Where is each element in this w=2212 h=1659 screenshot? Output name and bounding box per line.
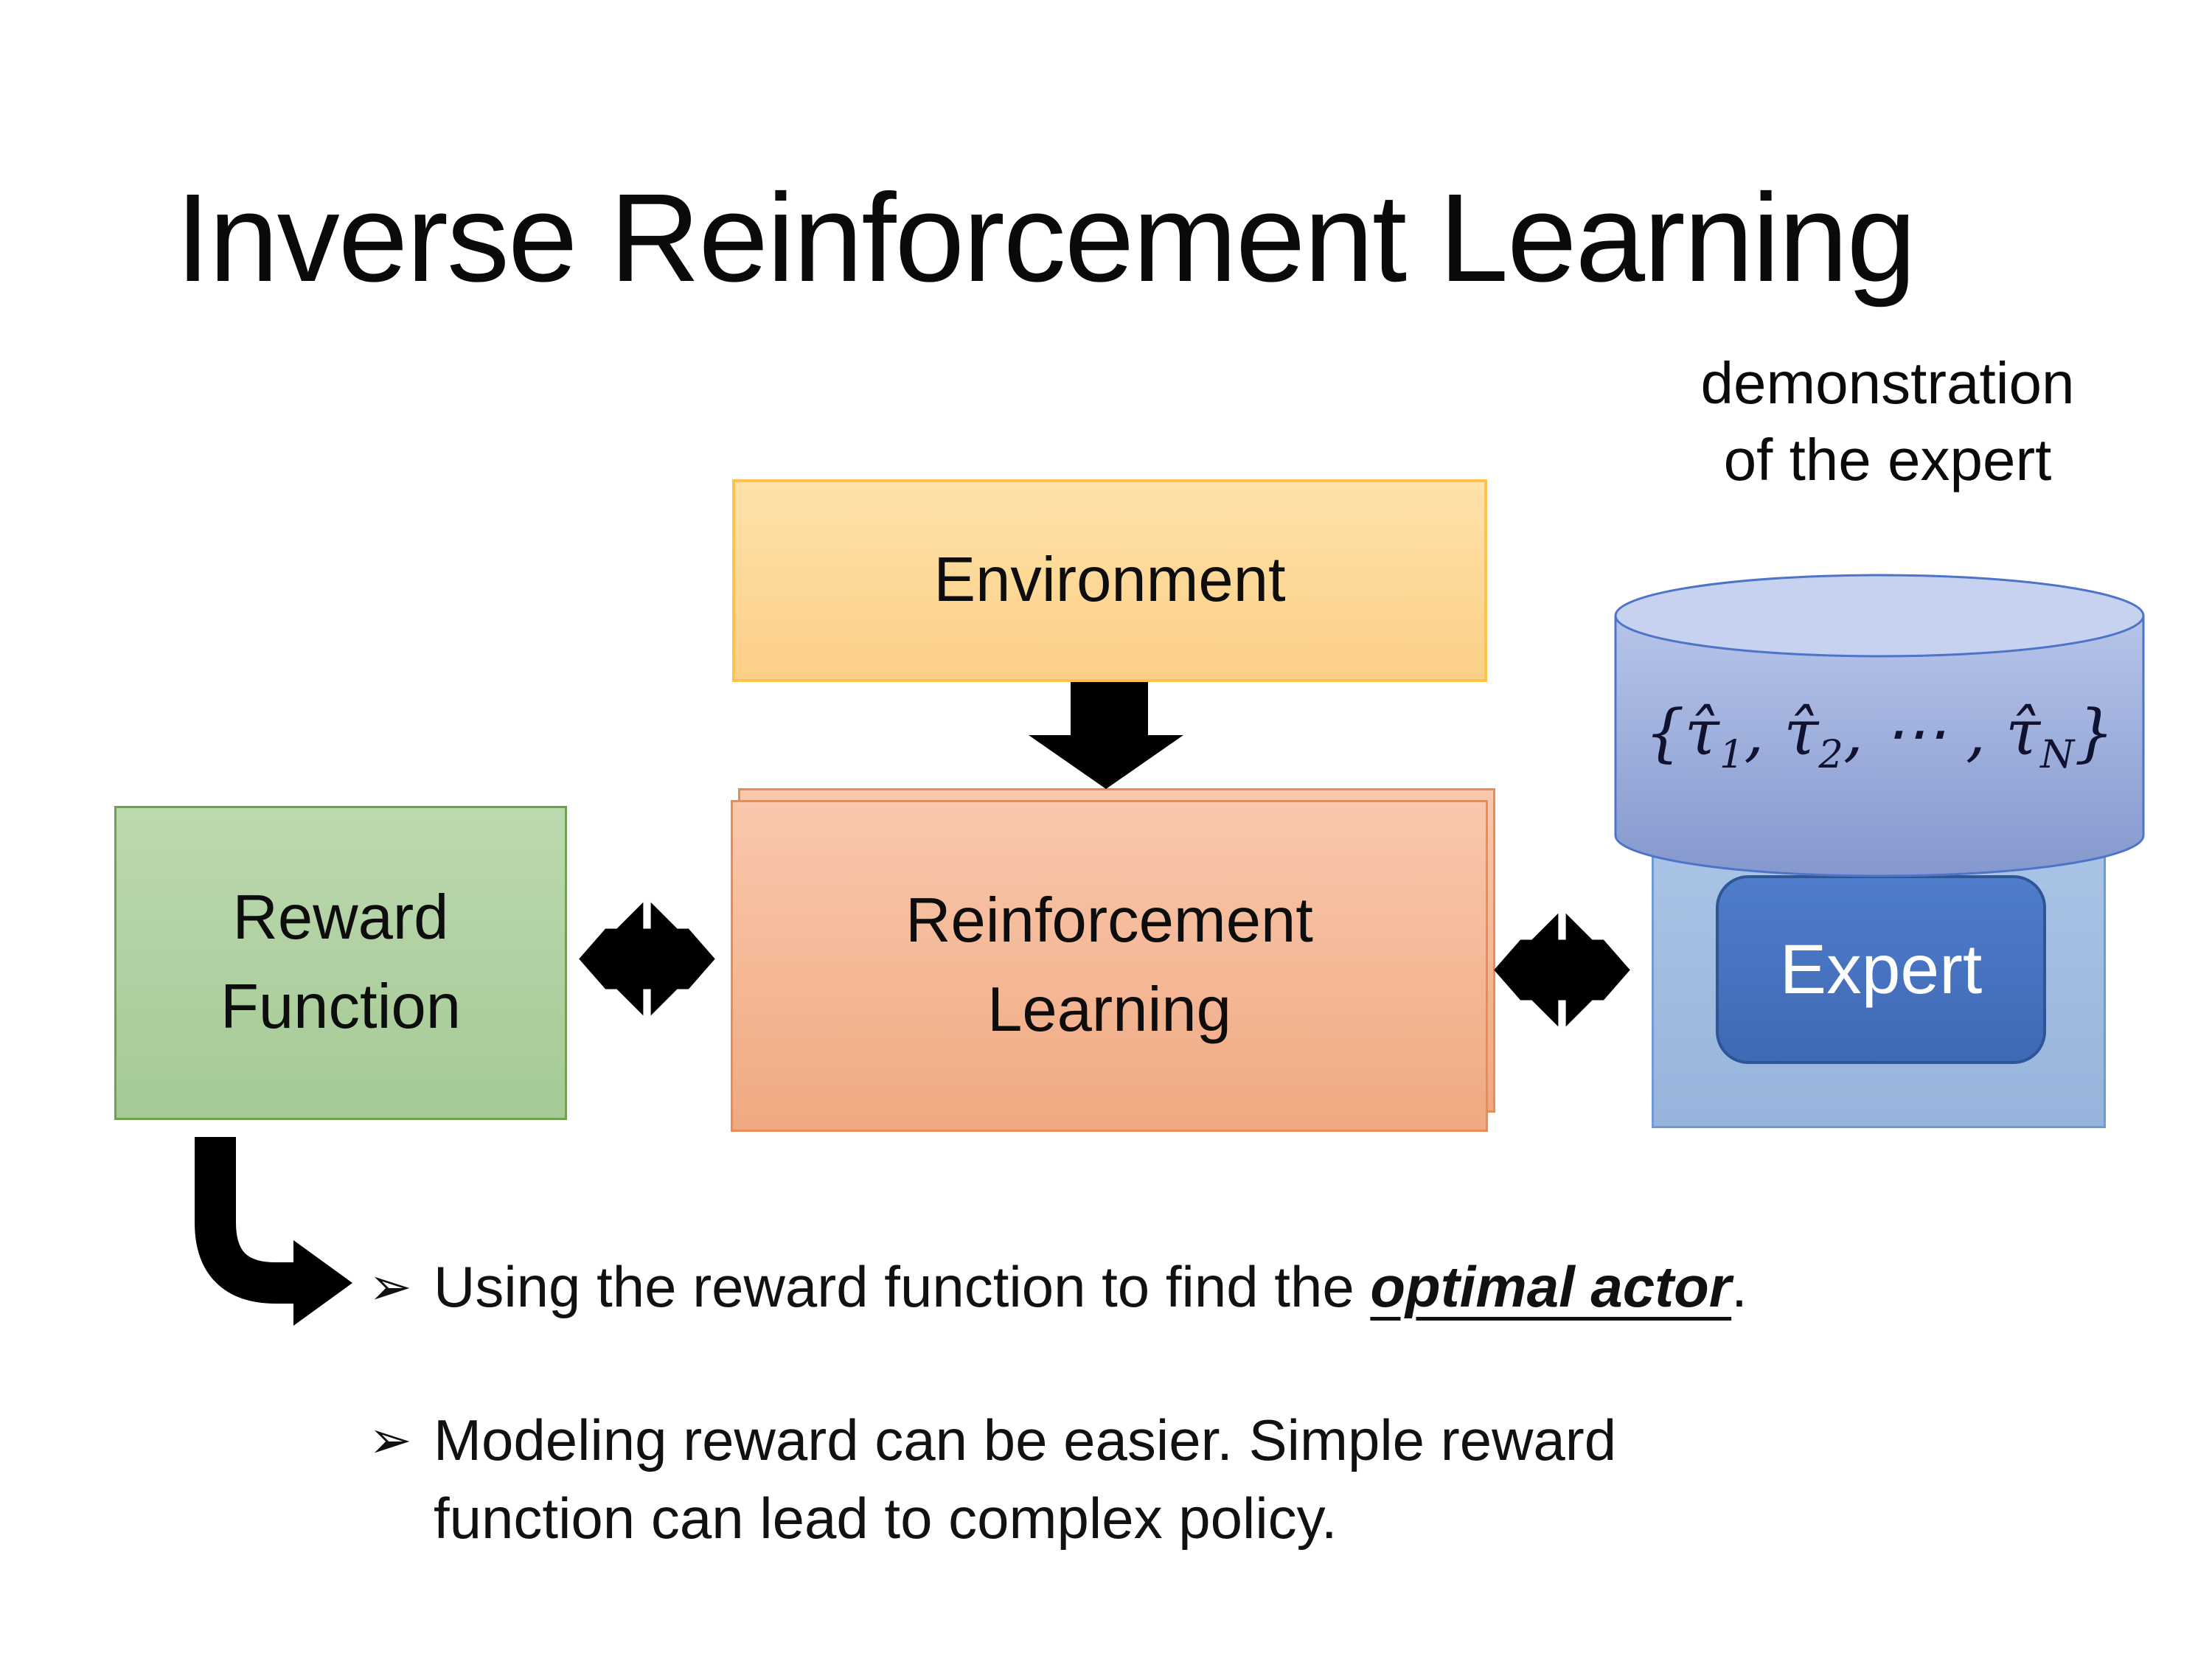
trajectory-set-formula: {τ̂1, τ̂2, ⋯ , τ̂N} [1613, 697, 2146, 777]
formula-sep2: , [1843, 697, 1883, 770]
bullet-item-2: ➢ Modeling reward can be easier. Simple … [369, 1401, 1932, 1557]
down-arrow-icon [1029, 682, 1183, 789]
bullet-1-emphasis: optimal actor [1370, 1254, 1732, 1319]
bullet-2-text: Modeling reward can be easier. Simple re… [434, 1401, 1616, 1557]
database-cylinder-icon [1614, 574, 2145, 877]
reinforcement-learning-label-line2: Learning [987, 975, 1231, 1045]
bullet-item-1: ➢ Using the reward function to find the … [369, 1248, 1932, 1326]
demonstration-label: demonstration of the expert [1537, 345, 2212, 498]
environment-box: Environment [732, 479, 1487, 682]
bullet-2-line2: function can lead to complex policy. [434, 1486, 1338, 1551]
bullet-1-pre: Using the reward function to find the [434, 1254, 1371, 1319]
environment-label: Environment [933, 545, 1286, 616]
formula-dots: ⋯ [1883, 697, 1946, 770]
reward-function-label-line2: Function [220, 972, 461, 1042]
expert-label: Expert [1779, 930, 1983, 1009]
formula-sep1: , [1744, 697, 1784, 770]
elbow-arrow-icon [195, 1137, 352, 1326]
arrow-bullet-icon: ➢ [369, 1256, 412, 1317]
double-arrow-right-icon [1494, 913, 1630, 1027]
reward-function-label-line1: Reward [232, 883, 449, 953]
double-arrow-left-icon [579, 902, 715, 1016]
demonstration-label-line2: of the expert [1723, 427, 2052, 493]
formula-tauN: τ̂ [2006, 697, 2041, 770]
formula-open-brace: { [1644, 697, 1685, 770]
reward-function-box: Reward Function [114, 806, 567, 1120]
bullet-1-text: Using the reward function to find the op… [434, 1248, 1747, 1326]
reinforcement-learning-label-line1: Reinforcement [905, 886, 1313, 956]
formula-tau2: τ̂ [1784, 697, 1819, 770]
formula-sep3: , [1946, 697, 2006, 770]
formula-sub1: 1 [1719, 732, 1745, 777]
formula-sub2: 2 [1818, 732, 1843, 777]
formula-close-brace: } [2074, 697, 2115, 770]
demonstration-label-line1: demonstration [1700, 350, 2075, 416]
reinforcement-learning-box: Reinforcement Learning [731, 800, 1488, 1132]
formula-subN: N [2040, 732, 2075, 777]
formula-tau1: τ̂ [1684, 697, 1719, 770]
arrow-bullet-icon: ➢ [369, 1410, 412, 1470]
bullet-1-post: . [1731, 1254, 1747, 1319]
bullet-list: ➢ Using the reward function to find the … [369, 1248, 1932, 1557]
page-title: Inverse Reinforcement Learning [175, 168, 1916, 308]
expert-box: Expert [1716, 875, 2046, 1064]
bullet-2-line1: Modeling reward can be easier. Simple re… [434, 1408, 1617, 1472]
